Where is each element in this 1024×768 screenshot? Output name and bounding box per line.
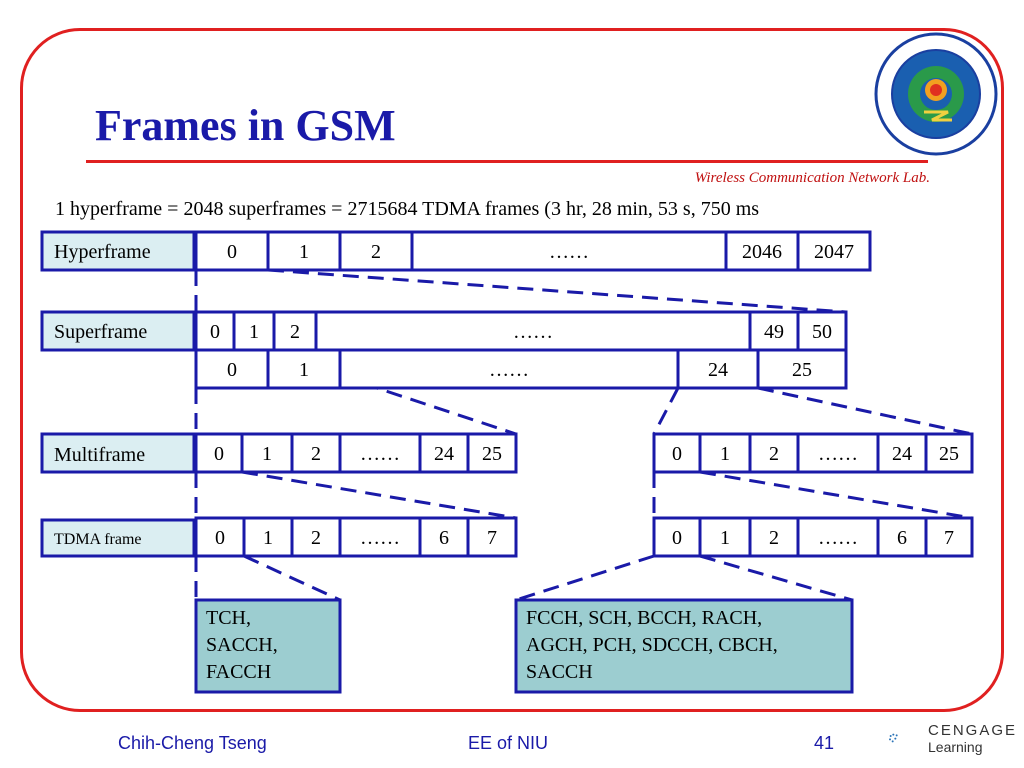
traffic-channel-note: TCH, SACCH, FACCH: [194, 598, 342, 694]
connector-multi-tdma-left2: [241, 470, 517, 520]
tdma-left-cell: 2: [311, 527, 321, 549]
connector-lines: [194, 268, 973, 602]
superframe-sub-cell: 24: [708, 359, 728, 381]
note-line: TCH,: [206, 607, 251, 629]
note-line: FCCH, SCH, BCCH, RACH,: [526, 607, 762, 629]
note-line: AGCH, PCH, SDCCH, CBCH,: [526, 634, 778, 656]
connector-super-multi-right: [757, 386, 973, 436]
control-channel-note: FCCH, SCH, BCCH, RACH, AGCH, PCH, SDCCH,…: [514, 598, 854, 694]
connector-tdma-note-right: [515, 554, 655, 602]
hyperframe-cell: 2047: [814, 241, 854, 263]
multiframe-right-cell: 2: [769, 443, 779, 465]
connector-tdma-note-left2: [243, 554, 341, 602]
multiframe-left-cell: ……: [360, 443, 400, 465]
tdma-left-cell: 6: [439, 527, 449, 549]
university-seal-icon: [874, 32, 998, 156]
superframe-sub-cell: 0: [227, 359, 237, 381]
hyperframe-cell: 2: [371, 241, 381, 263]
cengage-logo-line2: Learning: [928, 739, 983, 755]
multiframe-left-cell: 25: [482, 443, 502, 465]
tdma-left-cell: 0: [215, 527, 225, 549]
multiframe-right-cell: 24: [892, 443, 912, 465]
multiframe-right-cell: 25: [939, 443, 959, 465]
superframe-sub-cell: 25: [792, 359, 812, 381]
multiframe-left-cell: 24: [434, 443, 454, 465]
tdma-frame-row: TDMA frame 0 1 2 …… 6 7 0 1 2 …… 6 7: [40, 516, 974, 558]
superframe-cell: 49: [764, 321, 784, 343]
superframe-sub-cell: ……: [489, 359, 529, 381]
note-line: FACCH: [206, 661, 271, 683]
multiframe-left-cell: 1: [262, 443, 272, 465]
connector-hyper-super-right: [267, 268, 847, 314]
hyperframe-cell: 0: [227, 241, 237, 263]
connector-multi-tdma-right2: [699, 470, 973, 520]
hyperframe-cell: 1: [299, 241, 309, 263]
multiframe-row: Multiframe 0 1 2 …… 24 25 0 1 2 …… 24 25: [40, 432, 974, 474]
multiframe-label: Multiframe: [54, 444, 145, 466]
tdma-right-cell: ……: [818, 527, 858, 549]
multiframe-left-cell: 2: [311, 443, 321, 465]
lab-name: Wireless Communication Network Lab.: [694, 170, 930, 186]
superframe-sub-cell: 1: [299, 359, 309, 381]
tdma-right-cell: 6: [897, 527, 907, 549]
note-line: SACCH,: [206, 634, 278, 656]
tdma-right-cell: 0: [672, 527, 682, 549]
cengage-logo-icon: [889, 733, 898, 743]
superframe-row: Superframe 0 1 2 …… 49 50 0 1 …… 24 25: [40, 310, 848, 390]
tdma-right-cell: 7: [944, 527, 954, 549]
footer-author: Chih-Cheng Tseng: [118, 733, 267, 753]
title-underline: [86, 160, 928, 163]
superframe-label: Superframe: [54, 321, 147, 343]
superframe-cell: 2: [290, 321, 300, 343]
tdma-right-cell: 1: [720, 527, 730, 549]
slide-title: Frames in GSM: [95, 101, 396, 150]
superframe-cell: 1: [249, 321, 259, 343]
footer-department: EE of NIU: [468, 733, 549, 753]
tdma-left-cell: 7: [487, 527, 497, 549]
hyperframe-cell: ……: [549, 241, 589, 263]
connector-super-multi-mid: [267, 350, 517, 436]
tdma-right-cell: 2: [769, 527, 779, 549]
connector-super-multi-mid2: [652, 387, 680, 435]
hyperframe-cell: 2046: [742, 241, 782, 263]
hyperframe-row: Hyperframe 0 1 2 …… 2046 2047: [40, 230, 872, 272]
footer-page-number: 41: [814, 733, 835, 753]
multiframe-right-cell: ……: [818, 443, 858, 465]
connector-tdma-note-right2: [699, 554, 853, 602]
cengage-logo-line1: CENGAGE: [928, 722, 1018, 739]
multiframe-left-cell: 0: [214, 443, 224, 465]
slide-border: [20, 28, 1004, 712]
note-line: SACCH: [526, 661, 593, 683]
superframe-cell: 50: [812, 321, 832, 343]
multiframe-right-cell: 0: [672, 443, 682, 465]
hyperframe-formula: 1 hyperframe = 2048 superframes = 271568…: [55, 198, 760, 220]
hyperframe-label: Hyperframe: [54, 241, 151, 263]
superframe-cell: ……: [513, 321, 553, 343]
tdma-left-cell: ……: [360, 527, 400, 549]
superframe-cell: 0: [210, 321, 220, 343]
multiframe-right-cell: 1: [720, 443, 730, 465]
tdma-frame-label: TDMA frame: [54, 531, 142, 548]
tdma-left-cell: 1: [263, 527, 273, 549]
